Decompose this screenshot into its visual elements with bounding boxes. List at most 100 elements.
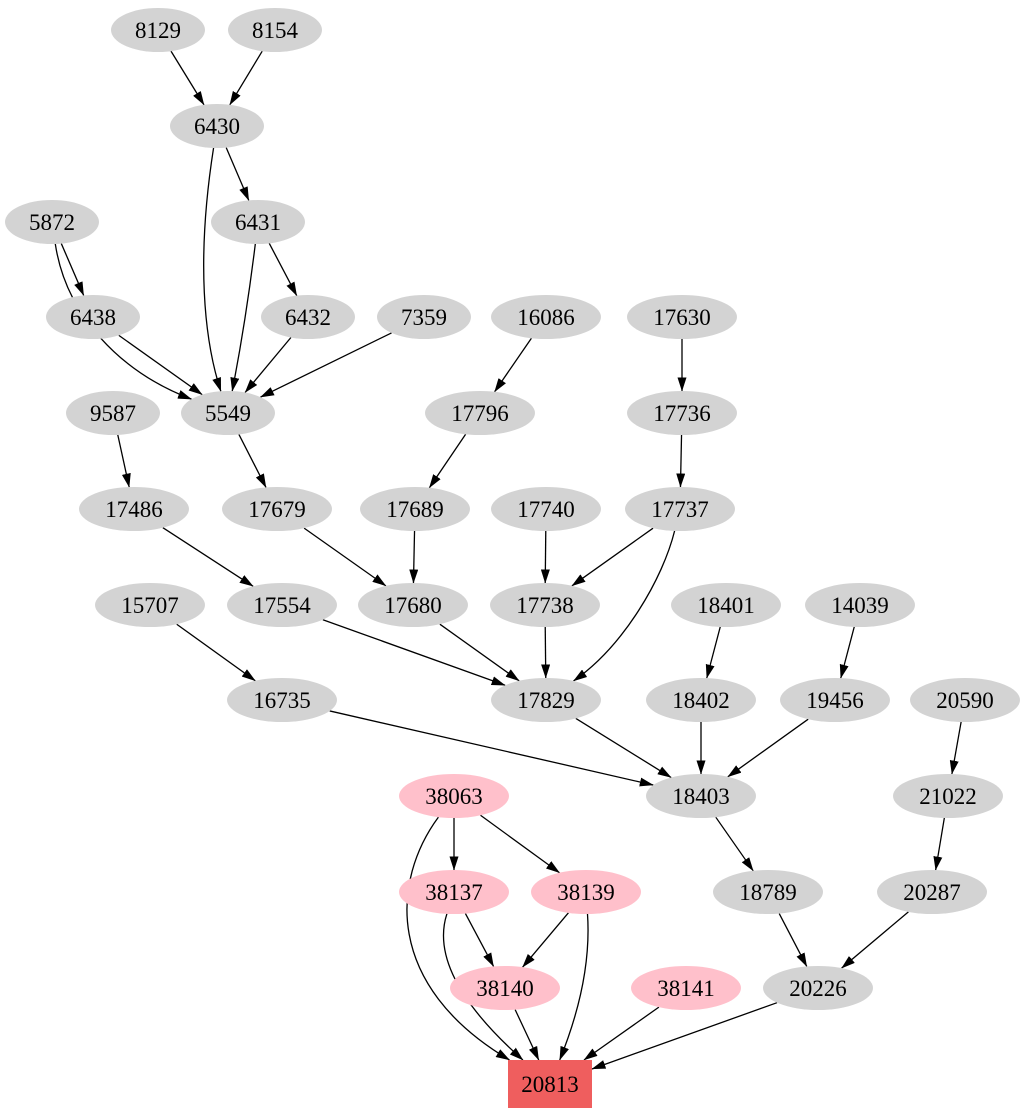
edge-6430-5549 — [203, 147, 222, 392]
node-label-8129: 8129 — [135, 18, 181, 43]
graph-node-14039: 14039 — [805, 583, 915, 627]
node-label-18402: 18402 — [672, 688, 730, 713]
graph-node-17737: 17737 — [625, 487, 735, 531]
node-label-5872: 5872 — [29, 210, 75, 235]
graph-node-17738: 17738 — [490, 583, 600, 627]
node-label-15707: 15707 — [121, 593, 179, 618]
edge-18401-18402 — [705, 626, 721, 679]
node-label-20287: 20287 — [903, 880, 961, 905]
node-ellipse-17679 — [222, 487, 332, 531]
edge-20590-21022 — [949, 721, 962, 775]
node-ellipse-18402 — [646, 678, 756, 722]
node-ellipse-38141 — [631, 966, 741, 1010]
node-label-18403: 18403 — [672, 784, 730, 809]
edge-20287-20226 — [841, 911, 909, 969]
node-label-17630: 17630 — [653, 305, 711, 330]
edge-17736-17737 — [676, 434, 686, 488]
node-ellipse-20287 — [877, 870, 987, 914]
edge-17737-17738 — [571, 527, 654, 587]
edge-7359-5549 — [260, 332, 392, 398]
graph-node-8129: 8129 — [111, 8, 205, 52]
node-ellipse-17737 — [625, 487, 735, 531]
node-ellipse-17554 — [227, 583, 337, 627]
node-ellipse-5872 — [5, 200, 99, 244]
edge-16086-17796 — [494, 337, 532, 393]
node-ellipse-6430 — [170, 104, 264, 148]
node-ellipse-8129 — [111, 8, 205, 52]
graph-node-16735: 16735 — [227, 678, 337, 722]
edge-20226-20813 — [591, 1002, 778, 1070]
node-ellipse-38139 — [531, 870, 641, 914]
node-label-9587: 9587 — [90, 401, 136, 426]
node-label-18401: 18401 — [697, 593, 755, 618]
edge-38137-38140 — [464, 913, 495, 967]
graph-node-20813: 20813 — [508, 1060, 592, 1108]
edge-19456-18403 — [727, 718, 809, 778]
graph-node-8154: 8154 — [228, 8, 322, 52]
node-ellipse-17689 — [360, 487, 470, 531]
node-label-17829: 17829 — [517, 688, 575, 713]
edge-17689-17680 — [409, 530, 419, 584]
graph-node-9587: 9587 — [66, 391, 160, 435]
graph-node-17736: 17736 — [627, 391, 737, 435]
edge-6431-6432 — [268, 243, 298, 297]
edge-17738-17829 — [541, 626, 551, 679]
graph-node-15707: 15707 — [95, 583, 205, 627]
node-ellipse-5549 — [181, 391, 275, 435]
edge-17554-17829 — [322, 619, 506, 686]
node-ellipse-18403 — [646, 774, 756, 818]
graph-node-5549: 5549 — [181, 391, 275, 435]
node-label-8154: 8154 — [252, 18, 299, 43]
node-label-17796: 17796 — [451, 401, 509, 426]
node-ellipse-17630 — [627, 295, 737, 339]
node-ellipse-16086 — [491, 295, 601, 339]
edge-18403-18789 — [715, 816, 754, 872]
edge-16735-18403 — [329, 710, 654, 787]
graph-node-17554: 17554 — [227, 583, 337, 627]
node-label-19456: 19456 — [806, 688, 864, 713]
graph-node-17829: 17829 — [491, 678, 601, 722]
edge-38140-20813 — [514, 1009, 540, 1061]
edge-38063-38139 — [480, 814, 560, 874]
node-label-5549: 5549 — [205, 401, 251, 426]
edge-38139-20813 — [559, 913, 589, 1061]
graph-node-18402: 18402 — [646, 678, 756, 722]
graph-node-17630: 17630 — [627, 295, 737, 339]
edge-5872-6438 — [60, 243, 85, 296]
node-label-6432: 6432 — [285, 305, 331, 330]
graph-node-6430: 6430 — [170, 104, 264, 148]
node-label-17486: 17486 — [105, 497, 163, 522]
node-label-6438: 6438 — [70, 305, 116, 330]
edge-8154-6430 — [229, 50, 263, 106]
graph-node-38139: 38139 — [531, 870, 641, 914]
graph-node-5872: 5872 — [5, 200, 99, 244]
node-label-38137: 38137 — [425, 880, 483, 905]
edge-21022-20287 — [933, 817, 945, 871]
graph-node-18789: 18789 — [713, 870, 823, 914]
node-ellipse-18401 — [671, 583, 781, 627]
node-label-16735: 16735 — [253, 688, 311, 713]
edge-17740-17738 — [540, 530, 550, 584]
graph-node-19456: 19456 — [780, 678, 890, 722]
edge-38139-38140 — [522, 912, 569, 968]
node-ellipse-6438 — [46, 295, 140, 339]
graph-node-18403: 18403 — [646, 774, 756, 818]
node-ellipse-14039 — [805, 583, 915, 627]
graph-node-17740: 17740 — [491, 487, 601, 531]
graph-node-16086: 16086 — [491, 295, 601, 339]
graph-node-20287: 20287 — [877, 870, 987, 914]
edge-6438-5549 — [118, 334, 203, 396]
node-label-20590: 20590 — [936, 688, 994, 713]
node-ellipse-38140 — [450, 966, 560, 1010]
node-ellipse-17738 — [490, 583, 600, 627]
edge-6431-5549 — [230, 243, 256, 392]
node-ellipse-6432 — [261, 295, 355, 339]
node-ellipse-20590 — [910, 678, 1020, 722]
node-ellipse-17736 — [627, 391, 737, 435]
node-ellipse-9587 — [66, 391, 160, 435]
graph-node-18401: 18401 — [671, 583, 781, 627]
node-label-7359: 7359 — [401, 305, 447, 330]
